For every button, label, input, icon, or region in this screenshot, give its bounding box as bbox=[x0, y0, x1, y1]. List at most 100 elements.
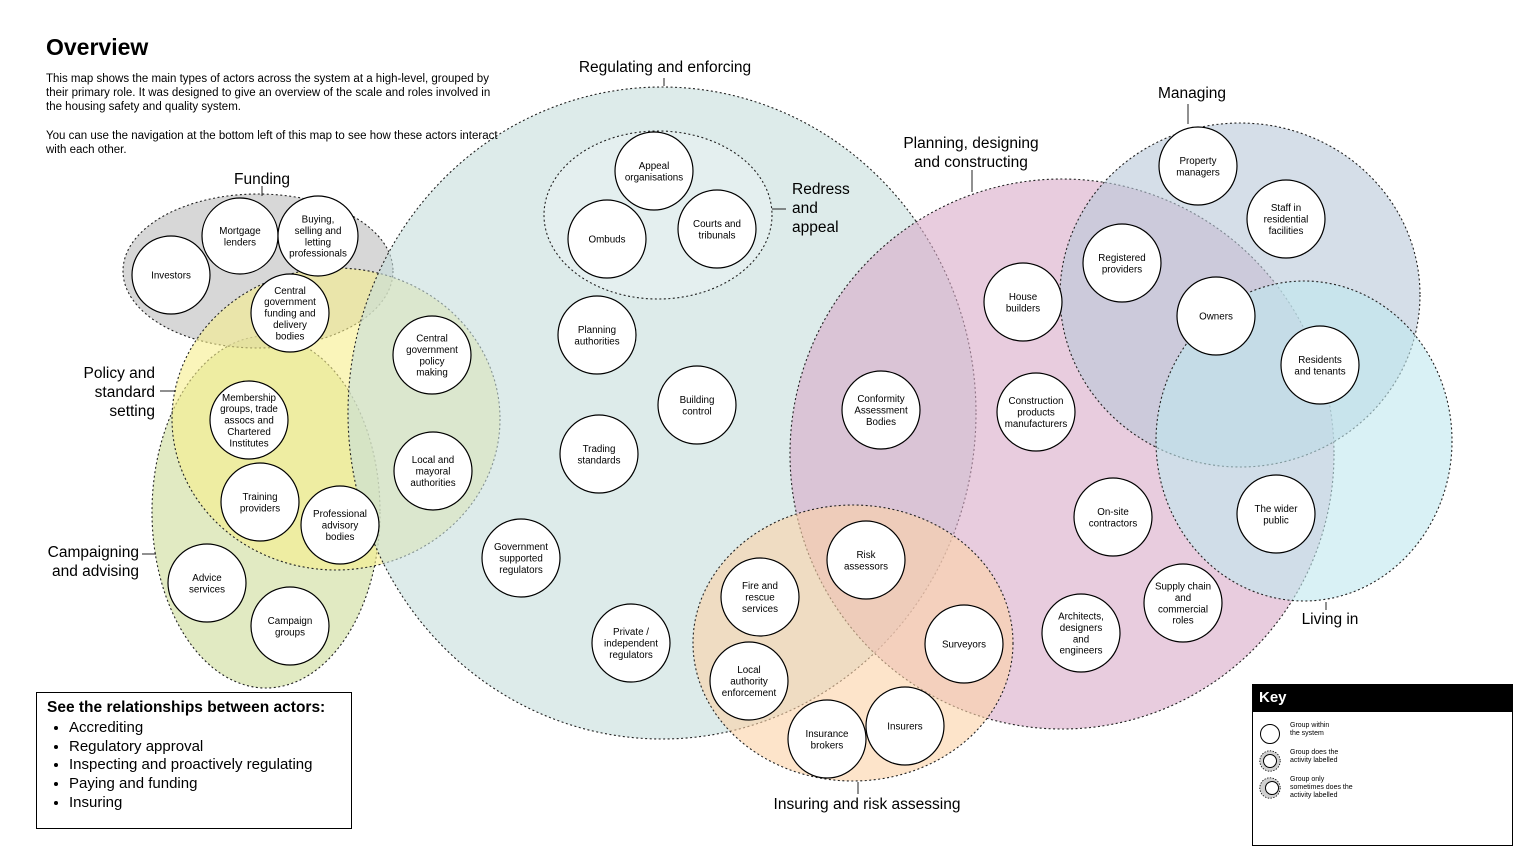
funding-label: Funding bbox=[234, 171, 290, 188]
actor-label: Owners bbox=[1199, 312, 1233, 323]
group-label-leaders bbox=[142, 78, 1327, 794]
actor-circle bbox=[1176, 276, 1256, 356]
actor-circle bbox=[826, 520, 906, 600]
actor-circle bbox=[865, 686, 945, 766]
actor-circle bbox=[557, 295, 637, 375]
actor-circle bbox=[677, 189, 757, 269]
actor-circle bbox=[393, 431, 473, 511]
actor-circle bbox=[657, 365, 737, 445]
managing-label: Managing bbox=[1158, 85, 1226, 102]
actor-investors: Investors bbox=[131, 235, 211, 315]
actor-circle bbox=[614, 131, 694, 211]
actor-label: Insurers bbox=[887, 722, 922, 733]
intro-text: This map shows the main types of actors … bbox=[46, 72, 506, 171]
dotted-shaded-circle-icon bbox=[1259, 777, 1281, 799]
actor-circle bbox=[924, 604, 1004, 684]
actor-label: Ombuds bbox=[588, 235, 625, 246]
actor-circle bbox=[709, 641, 789, 721]
actor-circle bbox=[250, 273, 330, 353]
actor-surveyors: Surveyors bbox=[924, 604, 1004, 684]
actor-circle bbox=[220, 462, 300, 542]
actor-circle bbox=[720, 557, 800, 637]
living-region bbox=[1155, 280, 1453, 602]
actor-circle bbox=[209, 380, 289, 460]
actor-circle bbox=[277, 195, 359, 277]
actor-circle bbox=[1280, 325, 1360, 405]
nav-link-regulatory-approval[interactable]: Regulatory approval bbox=[69, 738, 341, 757]
living-label: Living in bbox=[1302, 611, 1359, 628]
actor-circle bbox=[1041, 593, 1121, 673]
relationships-navigation: See the relationships between actors: Ac… bbox=[36, 692, 352, 829]
regulating-label: Regulating and enforcing bbox=[579, 59, 751, 76]
actor-circle bbox=[250, 586, 330, 666]
actor-circle bbox=[1073, 477, 1153, 557]
actor-circle bbox=[167, 543, 247, 623]
nav-link-paying-funding[interactable]: Paying and funding bbox=[69, 775, 341, 794]
navigation-list: Accrediting Regulatory approval Inspecti… bbox=[47, 719, 341, 813]
actor-label: Surveyors bbox=[942, 640, 986, 651]
actor-circle bbox=[131, 235, 211, 315]
page-title: Overview bbox=[46, 34, 149, 60]
actor-circle bbox=[559, 414, 639, 494]
actor-circle bbox=[1158, 126, 1238, 206]
actor-circle bbox=[787, 699, 867, 779]
actor-circle bbox=[567, 199, 647, 279]
nav-link-insuring[interactable]: Insuring bbox=[69, 794, 341, 813]
nav-link-inspecting[interactable]: Inspecting and proactively regulating bbox=[69, 756, 341, 775]
nav-link-accrediting[interactable]: Accrediting bbox=[69, 719, 341, 738]
key-title: Key bbox=[1253, 685, 1512, 712]
